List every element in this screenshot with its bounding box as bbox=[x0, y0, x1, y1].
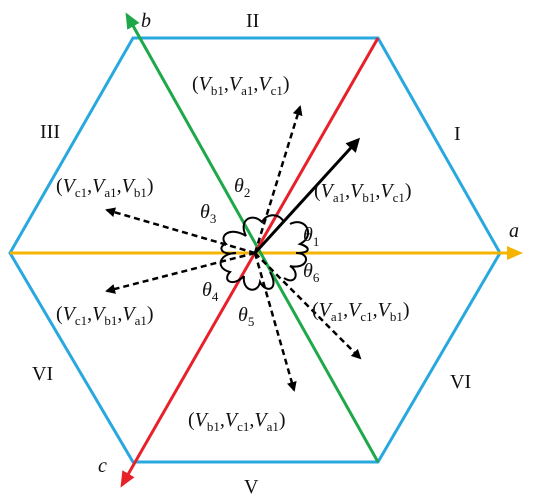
angle-arc-theta3 bbox=[220, 230, 247, 255]
angle-arc-theta2 bbox=[242, 214, 285, 237]
vector-label-5: (Vb1,Vc1,Va1) bbox=[188, 409, 286, 434]
angle-label-theta4: θ4 bbox=[202, 279, 219, 304]
angle-arc-theta4 bbox=[219, 252, 245, 284]
angle-arc-theta6 bbox=[283, 252, 307, 282]
vector-solid-arrow bbox=[253, 137, 361, 255]
angle-arc-theta5 bbox=[242, 271, 275, 291]
vector-dashed-arrow-6 bbox=[254, 252, 362, 360]
angle-label-theta5: θ5 bbox=[238, 304, 254, 329]
vector-dashed-arrow-5 bbox=[253, 252, 297, 392]
sector-label-III: III bbox=[40, 121, 60, 143]
angle-label-theta2: θ2 bbox=[234, 175, 250, 200]
vector-label-4: (Vc1,Vb1,Va1) bbox=[56, 303, 154, 328]
sector-label-VI-left: VI bbox=[32, 363, 53, 385]
vector-label-6: (Va1,Vc1,Vb1) bbox=[312, 299, 410, 324]
axis-c-line bbox=[120, 37, 380, 488]
sector-label-I: I bbox=[454, 123, 461, 145]
sector-label-VI-right: VI bbox=[450, 371, 471, 393]
vector-label-2: (Vb1,Va1,Vc1) bbox=[192, 73, 290, 98]
angle-label-theta3: θ3 bbox=[200, 201, 216, 226]
vector-dashed-arrow-2 bbox=[253, 105, 303, 254]
axis-b-line bbox=[125, 12, 380, 463]
vector-label-1: (Va1,Vb1,Vc1) bbox=[314, 180, 412, 205]
angle-label-theta1: θ1 bbox=[303, 224, 319, 249]
angle-arc-theta1 bbox=[289, 221, 310, 254]
axis-a-label: a bbox=[509, 220, 519, 242]
angle-label-theta6: θ6 bbox=[303, 260, 320, 285]
vector-dashed-arrow-3 bbox=[105, 207, 256, 255]
axis-b-label: b bbox=[141, 10, 151, 32]
vector-label-3: (Vc1,Va1,Vb1) bbox=[56, 175, 154, 200]
vector-dashed-arrow-4 bbox=[105, 251, 256, 294]
sector-label-II: II bbox=[246, 10, 259, 32]
sector-label-V: V bbox=[244, 476, 259, 498]
axis-c-label: c bbox=[98, 455, 107, 477]
